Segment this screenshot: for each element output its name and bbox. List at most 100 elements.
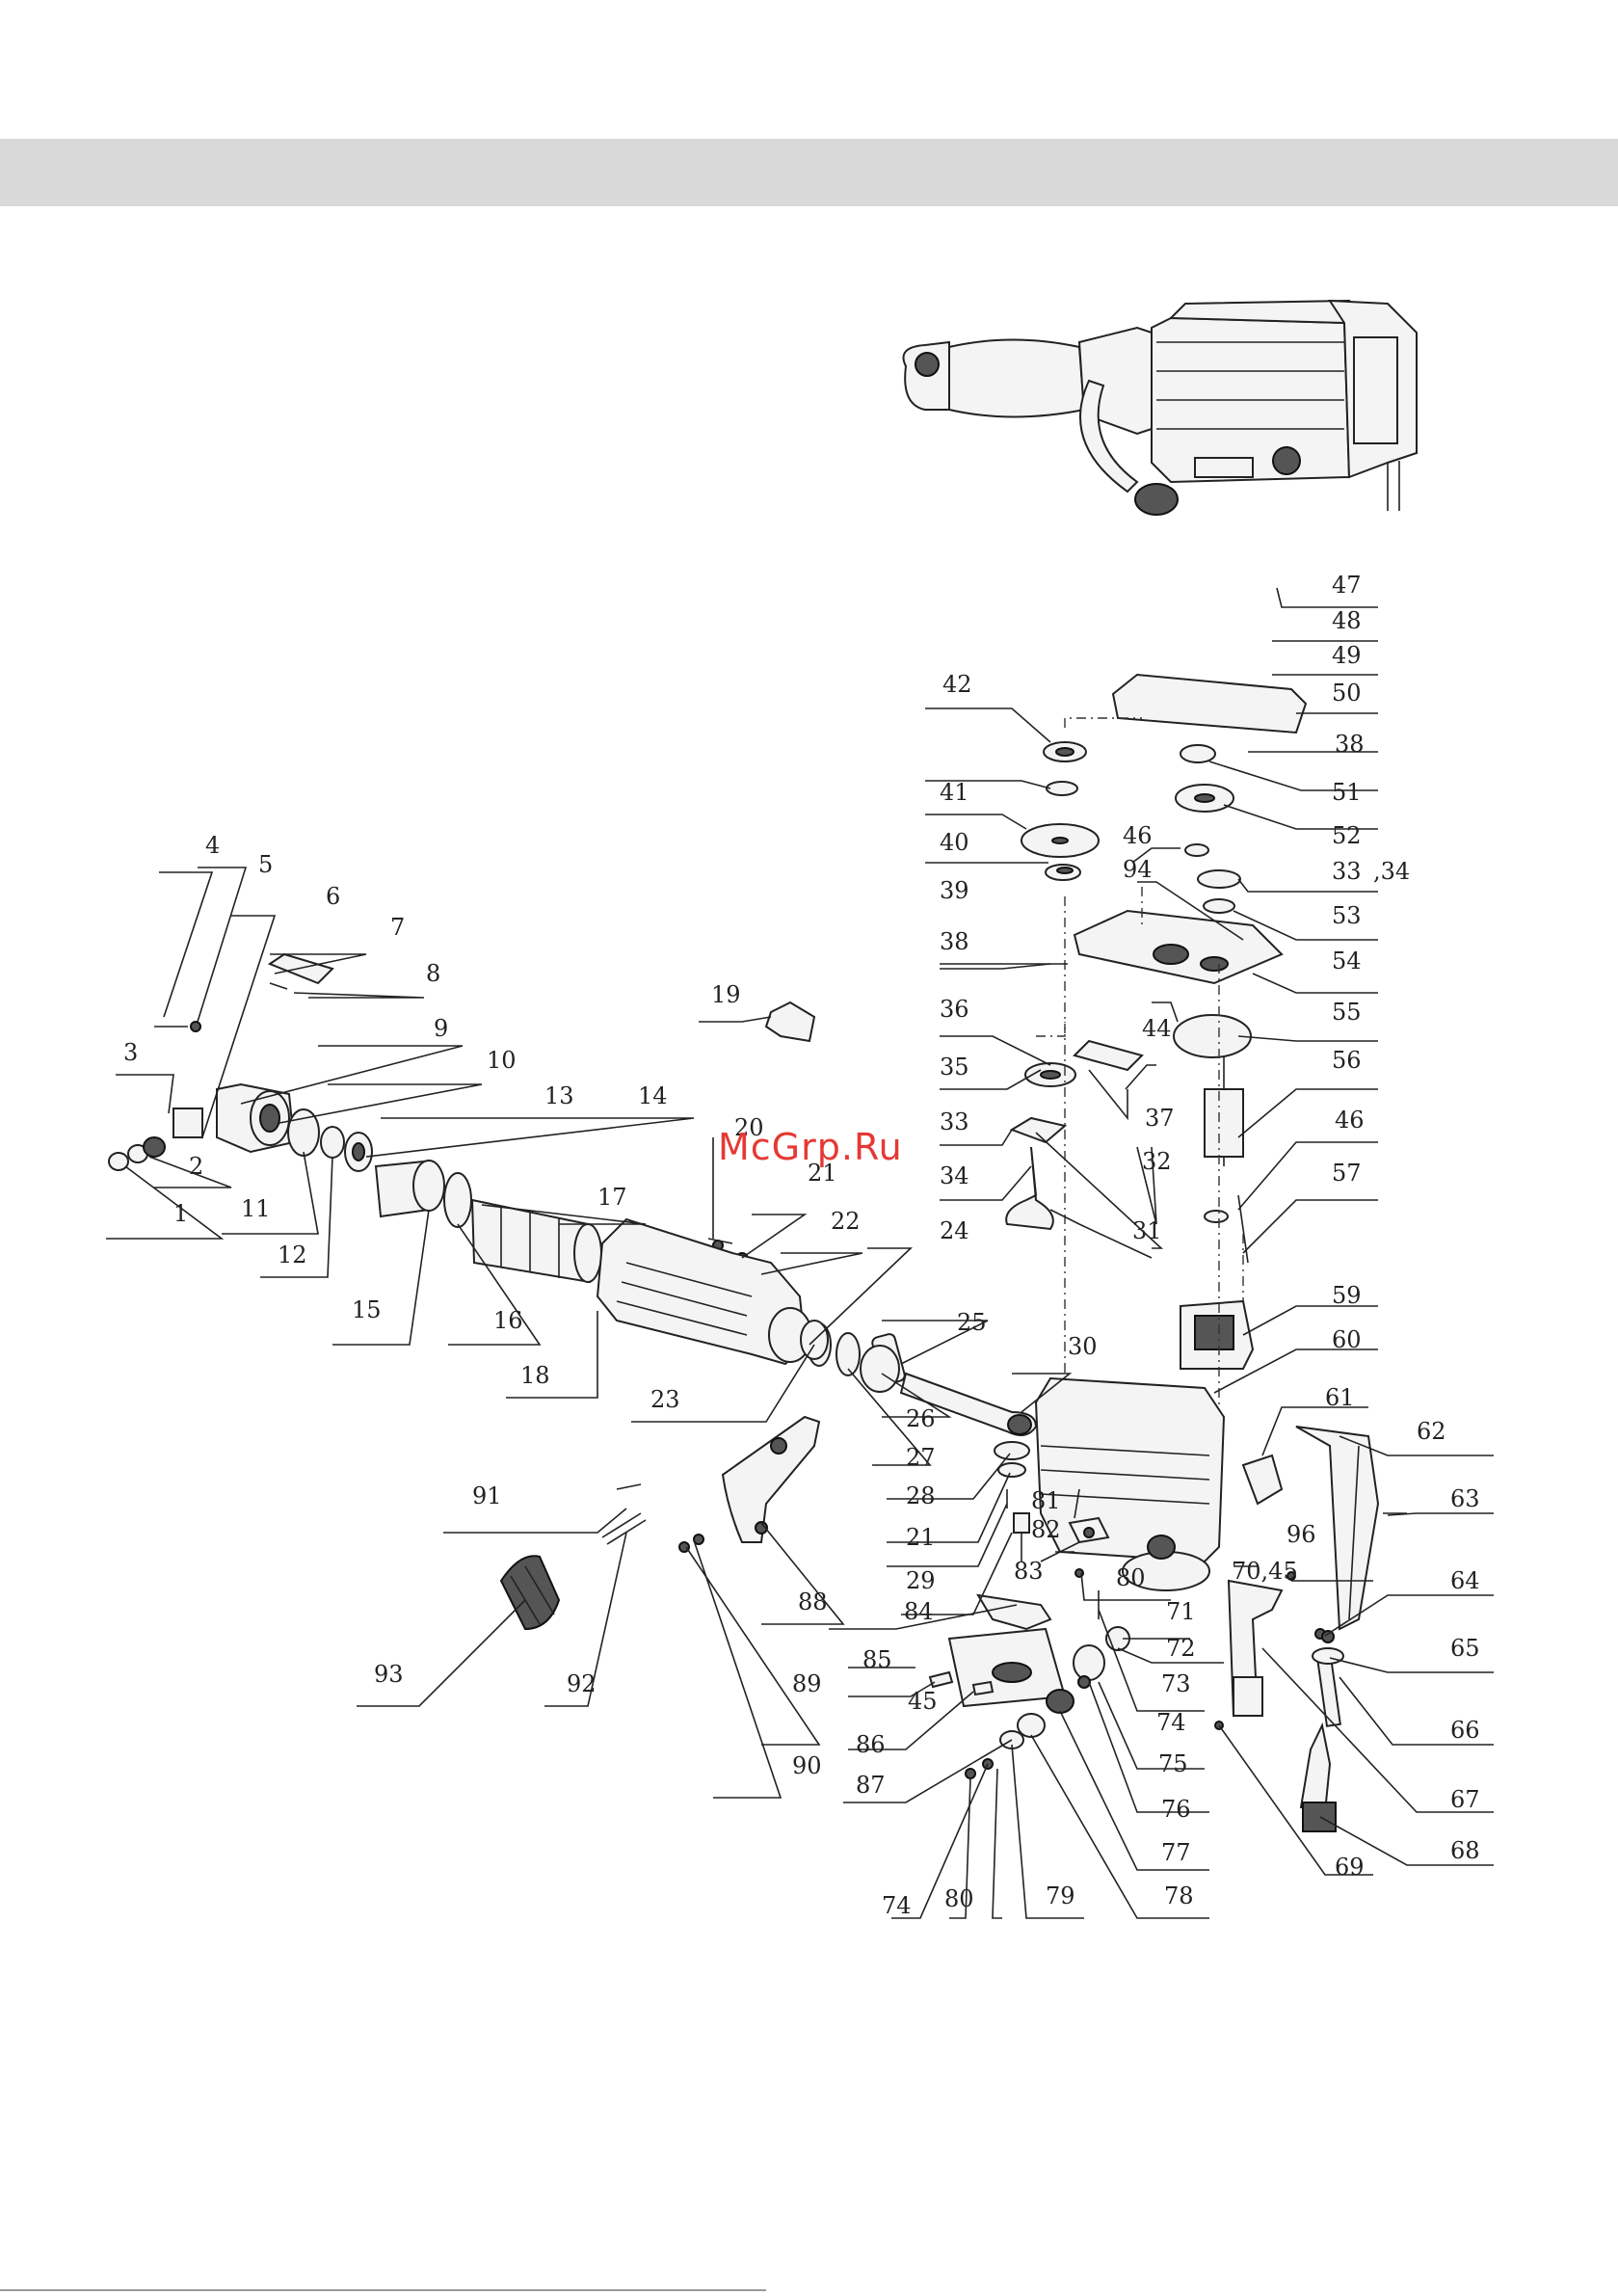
callout-67: 67 [1450, 1786, 1480, 1813]
callout-18: 18 [520, 1362, 550, 1389]
callout-25: 25 [957, 1309, 987, 1336]
upper-parts-group [1005, 673, 1308, 1370]
callout-88: 88 [798, 1589, 828, 1615]
callout-74: 74 [1156, 1709, 1186, 1736]
callout-55: 55 [1332, 999, 1362, 1026]
callout-33b: 33 [1332, 858, 1362, 885]
callout-1: 1 [173, 1200, 188, 1227]
footer-rule [0, 2289, 766, 2291]
callout-76: 76 [1161, 1796, 1191, 1823]
callout-81: 81 [1031, 1487, 1061, 1514]
callout-56: 56 [1332, 1047, 1362, 1074]
callout-89: 89 [792, 1670, 822, 1697]
callout-19: 19 [711, 981, 741, 1008]
callout-39: 39 [940, 877, 969, 904]
callout-21: 21 [808, 1160, 837, 1187]
callout-83: 83 [1014, 1558, 1044, 1585]
callout-40: 40 [940, 829, 969, 856]
callout-90: 90 [792, 1752, 822, 1779]
callout-46: 46 [1123, 822, 1153, 849]
callout-24: 24 [940, 1217, 969, 1244]
callout-63: 63 [1450, 1485, 1480, 1512]
callout-70-45: 70,45 [1232, 1558, 1298, 1585]
callout-21b: 21 [906, 1524, 936, 1551]
callout-6: 6 [326, 883, 340, 910]
callout-74b: 74 [882, 1892, 912, 1919]
callout-26: 26 [906, 1405, 936, 1432]
callout-94: 94 [1123, 856, 1153, 883]
connecting-rod-group [807, 1322, 1038, 1508]
callout-75: 75 [1158, 1750, 1188, 1777]
callout-73: 73 [1161, 1670, 1191, 1697]
callout-14: 14 [638, 1082, 668, 1109]
callout-93: 93 [374, 1661, 404, 1688]
callout-31: 31 [1132, 1217, 1162, 1244]
callout-28: 28 [906, 1482, 936, 1509]
callout-30: 30 [1068, 1333, 1098, 1360]
callout-65: 65 [1450, 1635, 1480, 1662]
callout-32: 32 [1142, 1148, 1172, 1175]
callout-78: 78 [1164, 1882, 1194, 1909]
callout-15: 15 [352, 1296, 382, 1323]
callout-8: 8 [426, 960, 440, 987]
callout-27: 27 [906, 1444, 936, 1471]
callout-4: 4 [205, 832, 220, 859]
callout-92: 92 [567, 1670, 597, 1697]
assembled-tool-illustration [902, 299, 1418, 516]
callout-79: 79 [1046, 1882, 1075, 1909]
callout-49: 49 [1332, 642, 1362, 669]
callout-17: 17 [597, 1184, 627, 1211]
callout-7: 7 [390, 914, 405, 941]
callout-38: 38 [1335, 731, 1365, 758]
callout-33: 33 [940, 1108, 969, 1135]
leader-lines [106, 587, 1494, 1919]
callout-41: 41 [940, 779, 969, 806]
callout-59: 59 [1332, 1282, 1362, 1309]
callout-10: 10 [487, 1047, 517, 1074]
callout-80b: 80 [1116, 1564, 1146, 1591]
callout-61: 61 [1325, 1384, 1355, 1411]
header-bar [0, 139, 1618, 206]
callout-64: 64 [1450, 1567, 1480, 1594]
callout-86: 86 [856, 1731, 886, 1758]
callout-36: 36 [940, 996, 969, 1023]
callout-13: 13 [544, 1082, 574, 1109]
callout-52: 52 [1332, 822, 1362, 849]
callout-85: 85 [862, 1646, 892, 1673]
callout-87: 87 [856, 1772, 886, 1799]
callout-60: 60 [1332, 1326, 1362, 1353]
callout-57: 57 [1332, 1160, 1362, 1187]
callout-11: 11 [241, 1195, 271, 1222]
callout-44: 44 [1142, 1015, 1172, 1042]
callout-labels: 1 2 3 4 5 6 7 8 9 10 11 12 13 14 15 16 1… [123, 572, 1480, 1919]
callout-34b: ,34 [1373, 858, 1410, 885]
callout-68: 68 [1450, 1837, 1480, 1864]
callout-54: 54 [1332, 948, 1362, 974]
callout-22: 22 [831, 1208, 861, 1235]
callout-2: 2 [189, 1153, 203, 1180]
callout-29: 29 [906, 1567, 936, 1594]
callout-9: 9 [434, 1015, 448, 1042]
assembly-centerlines [1036, 717, 1244, 1427]
callout-38b: 38 [940, 928, 969, 955]
watermark: McGrp.Ru [718, 1126, 903, 1168]
callout-82: 82 [1031, 1516, 1061, 1543]
callout-37: 37 [1145, 1105, 1175, 1132]
callout-62: 62 [1417, 1418, 1446, 1445]
side-handle-group [499, 1415, 821, 1631]
callout-72: 72 [1166, 1635, 1196, 1662]
callout-5: 5 [258, 851, 273, 878]
callout-46b: 46 [1335, 1107, 1365, 1134]
callout-16: 16 [493, 1307, 523, 1334]
callout-47: 47 [1332, 572, 1362, 599]
callout-91: 91 [472, 1482, 502, 1509]
callout-34: 34 [940, 1162, 969, 1189]
callout-51: 51 [1332, 779, 1362, 806]
callout-71: 71 [1166, 1598, 1196, 1625]
callout-42: 42 [942, 671, 972, 698]
callout-3: 3 [123, 1039, 138, 1066]
callout-96: 96 [1286, 1521, 1316, 1548]
callout-50: 50 [1332, 680, 1362, 707]
callout-80: 80 [944, 1885, 974, 1912]
